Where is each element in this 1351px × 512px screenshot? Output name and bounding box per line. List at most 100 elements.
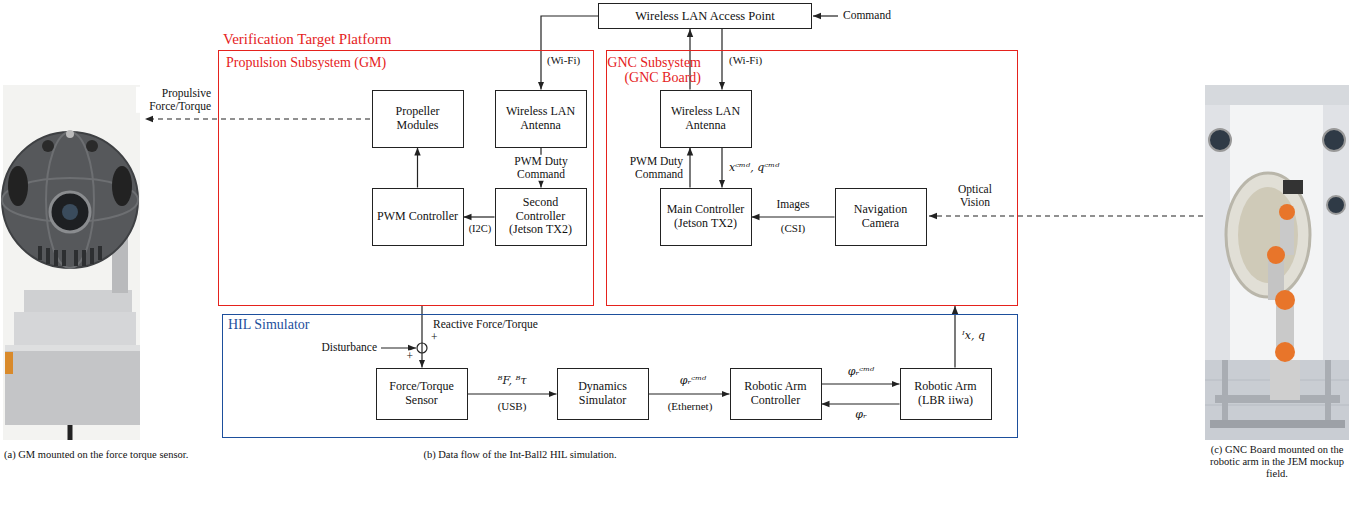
camera-box: Navigation Camera (835, 188, 927, 246)
box-label: Propeller Modules (377, 105, 459, 133)
box-label: Navigation Camera (840, 203, 922, 231)
drawing-part (38, 246, 42, 260)
edge-label: φᵣᶜᵐᵈ (847, 366, 876, 379)
drawing-part (1323, 129, 1345, 151)
annotation: Verification Target Platform (222, 31, 392, 48)
drawing-part (82, 250, 86, 266)
connector (421, 306, 422, 368)
box-label: Second Controller (Jetson TX2) (500, 196, 582, 237)
drawing-part (50, 192, 90, 232)
group-heading: Propulsion Subsystem (GM) (226, 55, 600, 70)
edge-label: xᶜᵐᵈ, qᶜᵐᵈ (728, 162, 780, 175)
annotation: Optical Vision (950, 183, 1000, 209)
leader-lines (145, 16, 1203, 353)
drawing-part (1205, 360, 1349, 440)
edge-label: φᵣᶜᵐᵈ (679, 375, 708, 388)
drawing-part (86, 140, 98, 152)
box-label: Main Controller (Jetson TX2) (665, 203, 747, 231)
annotation: Disturbance (320, 341, 378, 354)
box-label: PWM Controller (377, 210, 458, 224)
box-label: Wireless LAN Antenna (500, 105, 582, 133)
connector (752, 216, 835, 217)
drawing-part (1270, 360, 1300, 400)
drawing-part (1325, 360, 1331, 422)
box-label: Wireless LAN Antenna (665, 105, 747, 133)
connector (954, 306, 955, 368)
drawing-part (1209, 129, 1231, 151)
drawing-part (145, 118, 370, 119)
annotation: (Ethernet) (667, 400, 714, 413)
edge-label: Images (775, 198, 810, 211)
drawing-part (813, 15, 838, 16)
connector (721, 29, 722, 90)
box-label: Robotic Arm Controller (735, 380, 817, 408)
connector (822, 403, 900, 404)
drawing-part (1275, 342, 1295, 362)
drawing-part (66, 130, 74, 138)
drawing-part (98, 246, 102, 260)
caption: (a) GM mounted on the force torque senso… (3, 449, 189, 461)
connector (649, 393, 730, 394)
box-label: Wireless LAN Access Point (635, 9, 774, 23)
gnc-photo (1205, 85, 1349, 440)
edge-label: PWM Duty Command (511, 155, 571, 181)
edge-label: PWM Duty Command (624, 155, 684, 181)
drawing-part (90, 248, 94, 264)
group-heading: HIL Simulator (228, 317, 1022, 332)
caption: (c) GNC Board mounted on the robotic arm… (1203, 444, 1351, 480)
drawing-part (1327, 196, 1345, 214)
drawing-part (381, 347, 416, 348)
drawing-part (1275, 290, 1295, 310)
drawing-part (38, 246, 102, 266)
connector (689, 148, 690, 188)
controller-box: Robotic Arm Controller (730, 368, 822, 420)
controller-box: Second Controller (Jetson TX2) (495, 188, 587, 246)
annotation: (Wi-Fi) (728, 54, 763, 67)
antenna-box: Wireless LAN Antenna (660, 90, 752, 148)
annotation: (CSI) (780, 222, 806, 235)
drawing-part (1323, 105, 1349, 360)
controller-box: Main Controller (Jetson TX2) (660, 188, 752, 246)
connector (721, 148, 722, 188)
connector (417, 148, 418, 188)
annotation: (Wi-Fi) (546, 54, 581, 67)
module-box: Propeller Modules (372, 90, 464, 148)
connector (541, 16, 598, 90)
box-label: Dynamics Simulator (562, 380, 644, 408)
drawing-part (24, 290, 132, 312)
drawing-part (1205, 85, 1349, 105)
controller-box: PWM Controller (372, 188, 464, 246)
annotation: Propulsive Force/Torque (136, 87, 212, 113)
edge-label: ᴵx, q (961, 330, 986, 343)
connector (468, 393, 557, 394)
drawing-part (5, 352, 13, 374)
annotation: + (406, 350, 415, 363)
edge-label: φᵣ (854, 409, 868, 422)
drawing-part (54, 250, 58, 266)
gm-photo (2, 85, 140, 440)
simulator-frame: HIL SimulatorForce/Torque SensorDynamics… (222, 314, 1018, 438)
caption: (b) Data flow of the Int-Ball2 HIL simul… (422, 449, 617, 461)
drawing-part (5, 345, 140, 425)
simulator-box: Dynamics Simulator (557, 368, 649, 420)
drawing-part (1283, 180, 1303, 194)
access-point-box: Wireless LAN Access Point (598, 3, 812, 29)
box-label: Force/Torque Sensor (381, 380, 463, 408)
box-label: Robotic Arm (LBR iiwa) (905, 380, 987, 408)
drawing-part (112, 166, 132, 206)
drawing-part (2, 132, 138, 268)
drawing-part (1279, 204, 1295, 220)
drawing-part (14, 312, 136, 345)
drawing-part (46, 132, 94, 268)
drawing-part (68, 425, 73, 440)
edge-label: Reactive Force/Torque (432, 318, 539, 331)
drawing-part (1267, 246, 1285, 264)
drawing-part (62, 204, 78, 220)
drawing-part (46, 248, 50, 264)
drawing-part (5, 345, 140, 351)
group-heading: GNC Subsystem (GNC Board) (601, 55, 701, 86)
connector (464, 216, 495, 217)
annotation: Command (842, 9, 892, 22)
drawing-part (1222, 360, 1228, 422)
